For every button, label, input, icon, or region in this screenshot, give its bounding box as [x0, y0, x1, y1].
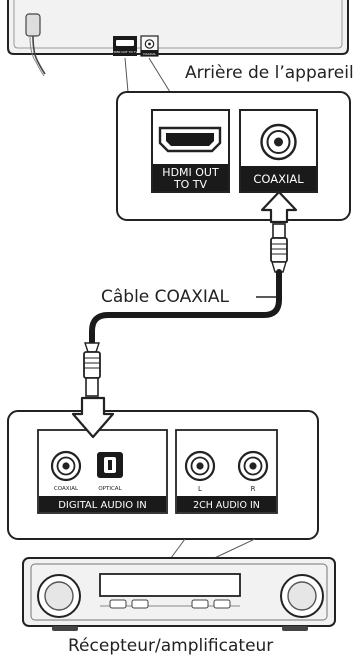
right-knob-icon [280, 574, 324, 618]
mini-coaxial-label: COAXIAL [143, 52, 156, 56]
lower-plug [83, 342, 101, 397]
hdmi-label-line2: TO TV [173, 178, 208, 191]
receiver-connector-panel: COAXIAL OPTICAL DIGITAL AUDIO IN L R 2CH… [7, 410, 319, 563]
receiver-label: Récepteur/amplificateur [68, 636, 274, 656]
optical-in-port: OPTICAL [97, 452, 123, 492]
analog-right-label: R [251, 485, 256, 493]
mini-hdmi-port: HDMI OUT TO TV [112, 36, 139, 56]
analog-left-label: L [198, 485, 202, 493]
player-connector-panel: HDMI OUT TO TV COAXIAL [116, 91, 351, 221]
analog-right-port: R [237, 450, 269, 493]
player-device: HDMI OUT TO TV COAXIAL [7, 0, 349, 93]
power-cord-icon [25, 13, 46, 77]
cable-label: Câble COAXIAL [101, 287, 230, 307]
coaxial-cable [83, 190, 298, 397]
digital-audio-in-label: DIGITAL AUDIO IN [58, 500, 147, 511]
analog-left-port: L [184, 450, 216, 493]
hdmi-out-port: HDMI OUT TO TV [151, 109, 230, 193]
receiver-display [99, 573, 241, 597]
arrow-down-icon [71, 396, 115, 439]
arrow-up-icon [260, 190, 298, 224]
coaxial-out-port: COAXIAL [239, 109, 318, 193]
coaxial-out-label: COAXIAL [253, 172, 304, 186]
hdmi-label-line1: HDMI OUT [162, 166, 219, 179]
mini-hdmi-label: HDMI OUT TO TV [112, 50, 138, 54]
receiver-device [22, 557, 336, 631]
optical-in-label: OPTICAL [98, 486, 122, 492]
mini-coaxial-port: COAXIAL [140, 35, 159, 57]
player-back-label: Arrière de l’appareil [185, 63, 354, 83]
2ch-audio-in-label: 2CH AUDIO IN [193, 500, 260, 511]
upper-plug [270, 223, 288, 273]
left-knob-icon [37, 574, 81, 618]
coaxial-in-label: COAXIAL [54, 486, 79, 492]
coaxial-in-port: COAXIAL [50, 450, 82, 492]
